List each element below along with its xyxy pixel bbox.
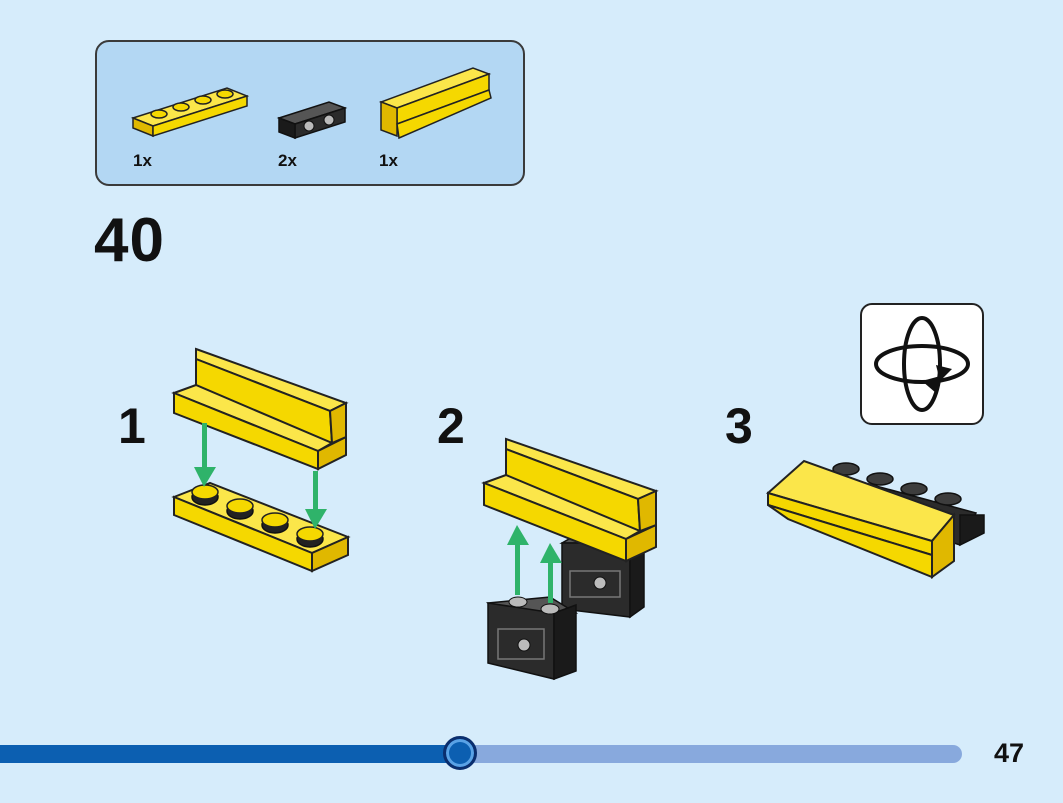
rotate-model-icon xyxy=(860,303,984,425)
progress-bar xyxy=(0,736,962,770)
step-number: 40 xyxy=(94,206,165,275)
progress-knob xyxy=(442,736,477,770)
progress-fill xyxy=(0,745,460,763)
substep-1-illustration xyxy=(171,347,351,573)
yellow-panel-part xyxy=(378,67,492,140)
black-bracket-part xyxy=(276,101,348,140)
part-quantity: 1x xyxy=(379,151,398,170)
page-number: 47 xyxy=(994,738,1025,768)
substep-3-illustration xyxy=(765,459,985,579)
substep-label: 1 xyxy=(118,398,146,454)
part-quantity: 2x xyxy=(278,151,297,170)
substep-label: 2 xyxy=(437,398,465,454)
yellow-plate-1x4-part xyxy=(130,87,250,138)
substep-label: 3 xyxy=(725,398,753,454)
part-quantity: 1x xyxy=(133,151,152,170)
substep-2-illustration xyxy=(481,437,659,681)
parts-list-box: 1x 2x 1x xyxy=(95,40,525,186)
